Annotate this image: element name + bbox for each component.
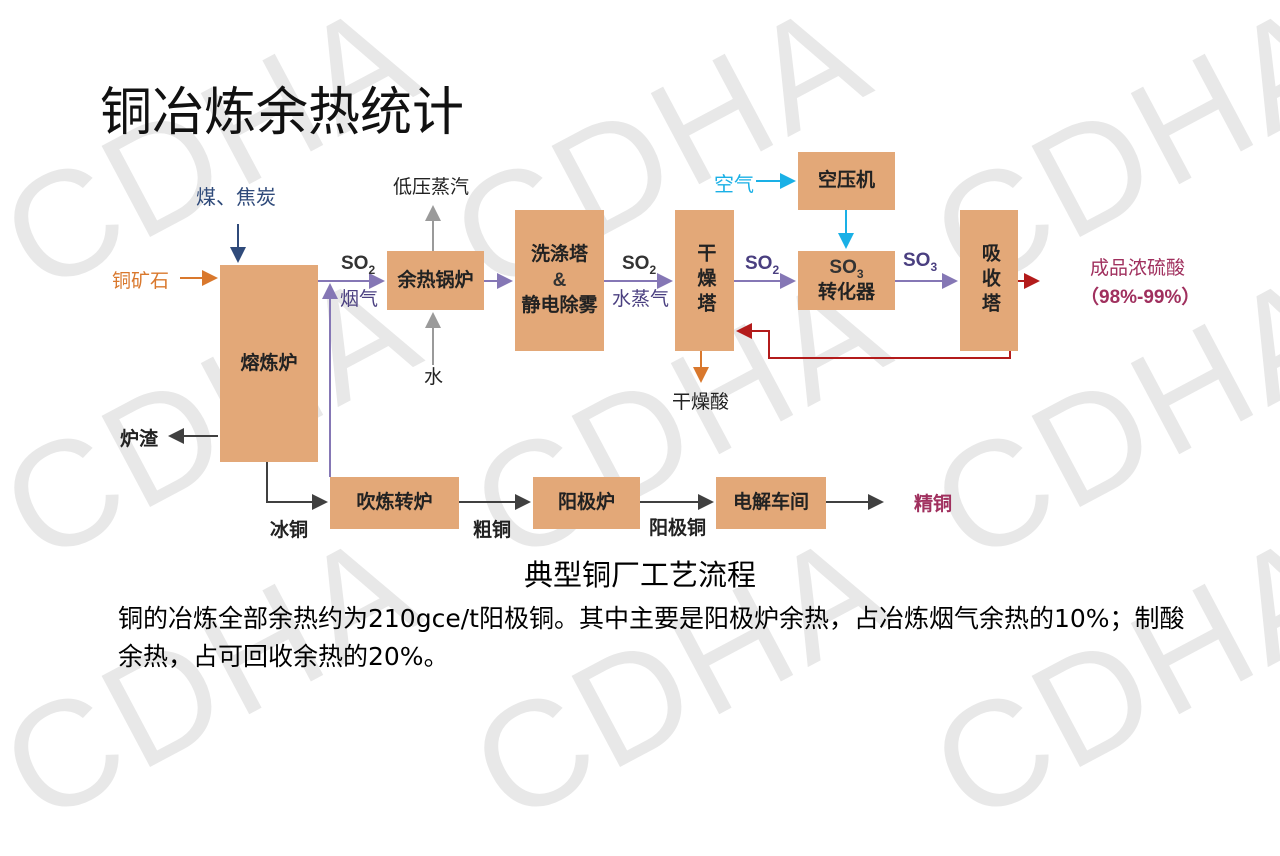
scrubber-box: 洗涤塔 & 静电除雾 <box>515 210 604 351</box>
air-compressor-box: 空压机 <box>798 152 895 210</box>
compressor-label: 空压机 <box>817 169 875 192</box>
electrolysis-box: 电解车间 <box>716 477 826 529</box>
refined-copper-label: 精铜 <box>914 493 953 515</box>
slag-label: 炉渣 <box>120 428 159 450</box>
anode-copper-label: 阳极铜 <box>649 517 707 539</box>
so2-label: SO2 <box>745 253 780 277</box>
absorber-label: 吸收塔 <box>978 243 1001 318</box>
matte-label: 冰铜 <box>270 519 309 541</box>
ore-label: 铜矿石 <box>112 270 170 292</box>
so3-label: SO3 <box>903 250 938 274</box>
anode-furnace-box: 阳极炉 <box>533 477 640 529</box>
so2-label: SO2 <box>622 253 657 277</box>
anode-furnace-label: 阳极炉 <box>557 491 615 514</box>
water-vapor-label: 水蒸气 <box>612 288 670 310</box>
air-label: 空气 <box>714 172 754 196</box>
so2-label: SO2 <box>341 253 376 277</box>
blow-converter-label: 吹炼转炉 <box>356 491 433 514</box>
scrubber-label: 洗涤塔 <box>530 243 588 266</box>
dryer-label: 干燥塔 <box>694 243 717 318</box>
water-label: 水 <box>424 366 444 388</box>
absorption-tower-box: 吸收塔 <box>960 210 1018 351</box>
electrolysis-label: 电解车间 <box>732 491 809 514</box>
waste-heat-boiler-box: 余热锅炉 <box>387 251 484 310</box>
smelter-box: 熔炼炉 <box>220 265 318 462</box>
diagram-caption: 典型铜厂工艺流程 <box>523 558 756 592</box>
summary-paragraph: 铜的冶炼全部余热约为210gce/t阳极铜。其中主要是阳极炉余热，占冶炼烟气余热… <box>118 604 1185 671</box>
mist-label: 静电除雾 <box>521 294 598 317</box>
boiler-label: 余热锅炉 <box>397 268 474 291</box>
converter-label: 转化器 <box>817 280 875 303</box>
drying-tower-box: 干燥塔 <box>675 210 734 351</box>
product-acid-concentration: （98%-99%） <box>1080 287 1201 308</box>
so3-label: SO3 <box>829 257 864 282</box>
scrubber-amp: & <box>552 269 567 291</box>
coal-label: 煤、焦炭 <box>196 185 276 209</box>
blow-converter-box: 吹炼转炉 <box>330 477 459 529</box>
steam-label: 低压蒸汽 <box>393 176 470 198</box>
product-acid-label: 成品浓硫酸 <box>1090 257 1186 279</box>
dry-acid-label: 干燥酸 <box>672 391 730 413</box>
blister-copper-label: 粗铜 <box>473 519 512 541</box>
flue-gas-label: 烟气 <box>340 288 379 310</box>
page-title: 铜冶炼余热统计 <box>100 83 465 143</box>
smelter-label: 熔炼炉 <box>240 351 298 374</box>
